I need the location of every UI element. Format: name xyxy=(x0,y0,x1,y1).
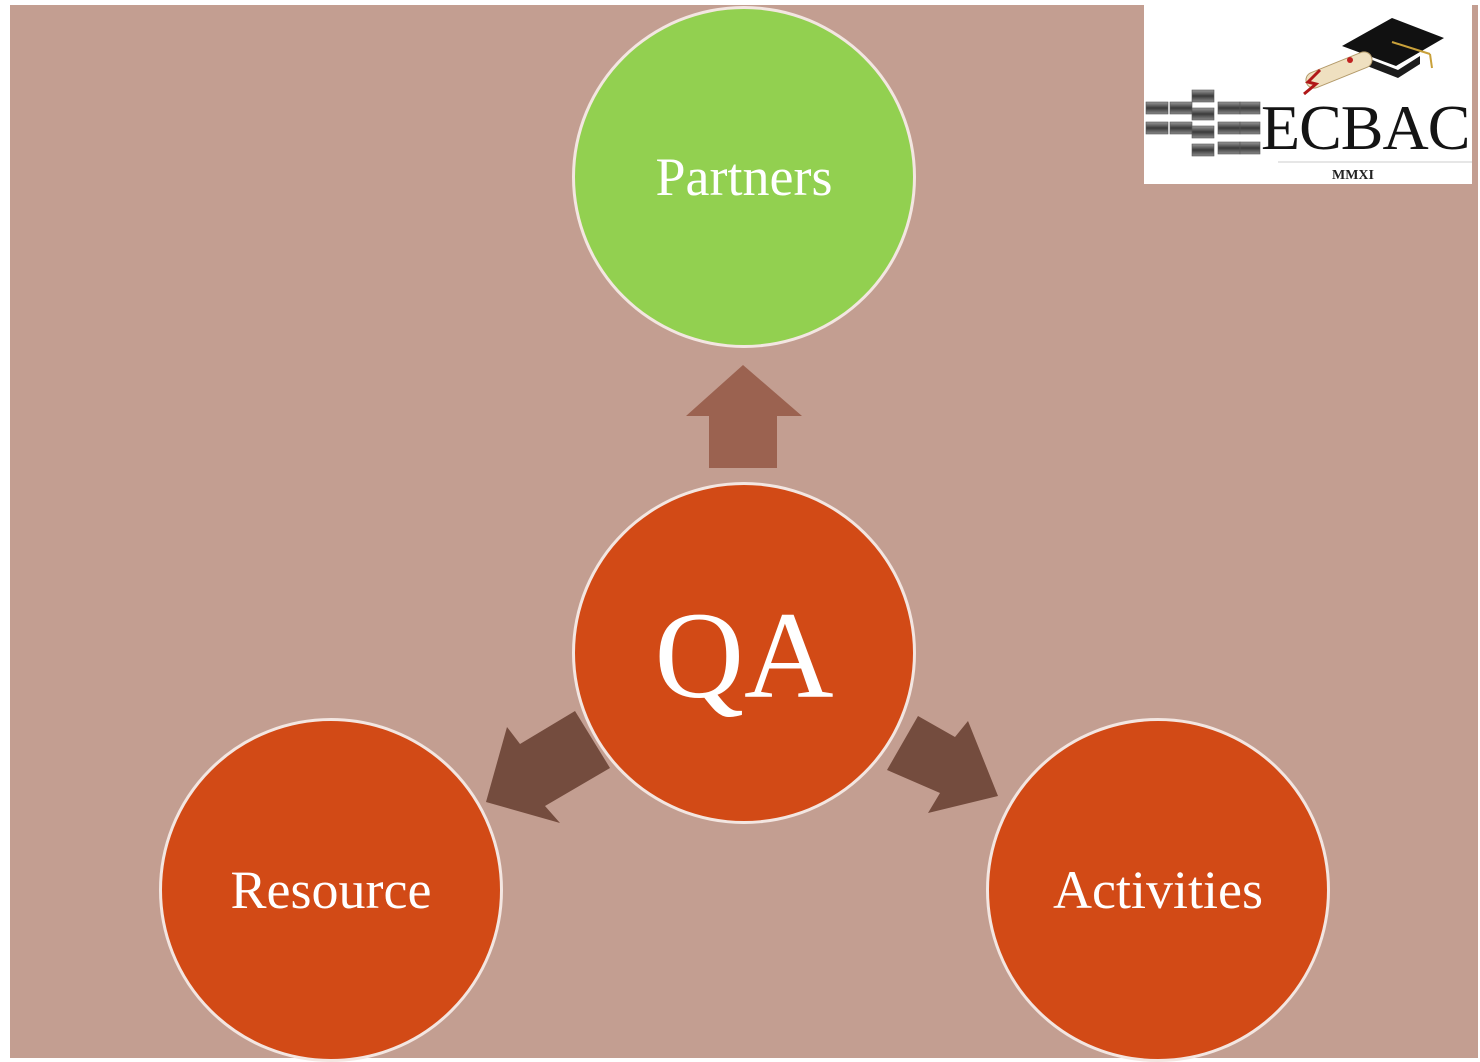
ecbac-logo: ECBAC MMXI xyxy=(1144,4,1472,184)
node-qa-label: QA xyxy=(654,587,834,724)
graduation-cap-and-diploma-icon xyxy=(1303,18,1444,96)
logo-wordmark: ECBAC xyxy=(1261,92,1470,163)
node-partners-label: Partners xyxy=(655,147,833,207)
node-qa-center: QA xyxy=(572,482,916,824)
node-resource: Resource xyxy=(159,718,503,1062)
node-resource-label: Resource xyxy=(230,860,432,920)
node-partners: Partners xyxy=(572,6,916,348)
logo-subtitle: MMXI xyxy=(1332,168,1374,183)
logo-block-grid xyxy=(1145,89,1261,157)
node-activities: Activities xyxy=(986,718,1330,1062)
logo-graphic xyxy=(1145,18,1472,163)
node-activities-label: Activities xyxy=(1053,860,1263,920)
